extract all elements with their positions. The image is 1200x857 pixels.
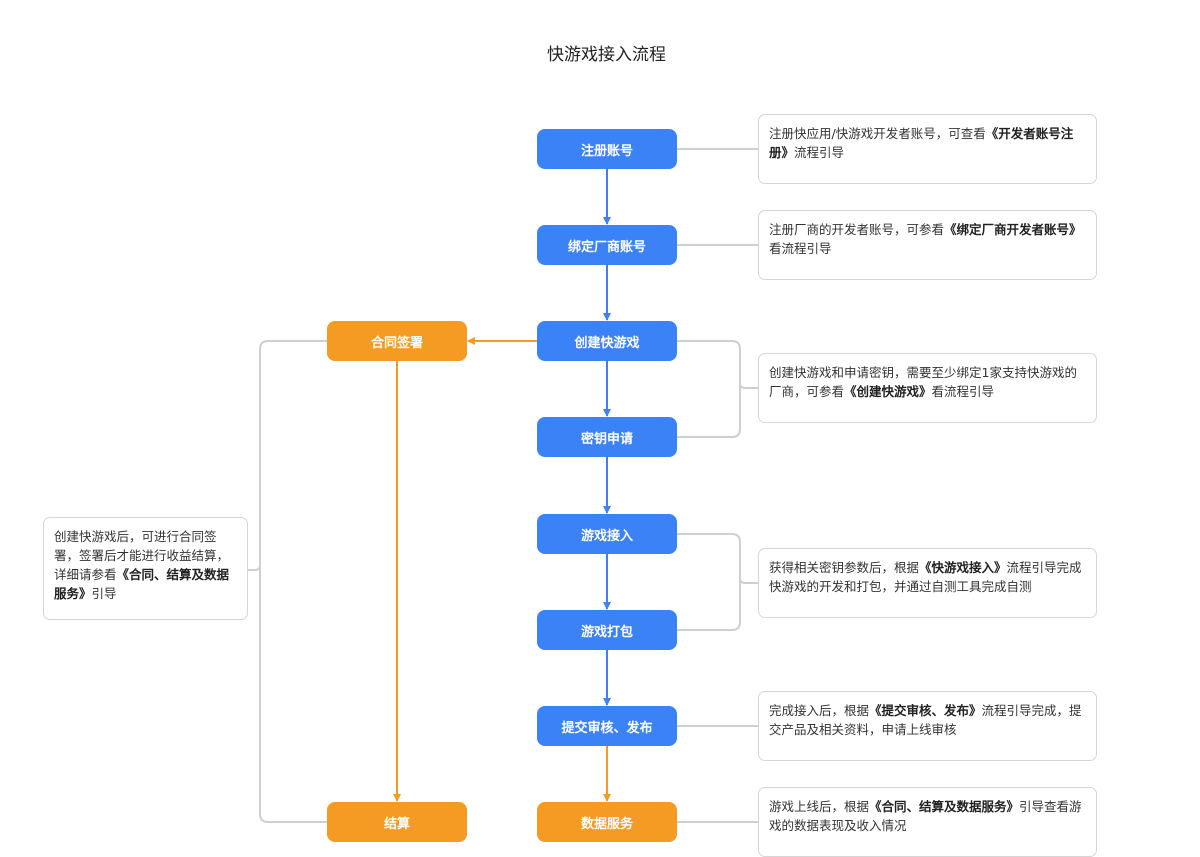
note-submit-link[interactable]: 《提交审核、发布》 xyxy=(869,703,982,718)
step-create-quickgame[interactable]: 创建快游戏 xyxy=(537,321,677,361)
step-key-application[interactable]: 密钥申请 xyxy=(537,417,677,457)
note-bind-suffix: 看流程引导 xyxy=(769,241,832,256)
note-contract-text: 创建快游戏后，可进行合同签署，签署后才能进行收益结算，详细请参看 xyxy=(54,529,230,582)
bracket-integrate-package xyxy=(677,533,758,631)
step-settlement[interactable]: 结算 xyxy=(327,802,467,842)
note-contract-suffix: 引导 xyxy=(91,586,117,601)
note-data-text: 游戏上线后，根据 xyxy=(769,799,870,814)
note-create-text: 创建快游戏和申请密钥，需要至少绑定1家支持快游戏的厂商，可参看 xyxy=(769,365,1077,399)
note-create: 创建快游戏和申请密钥，需要至少绑定1家支持快游戏的厂商，可参看《创建快游戏》看流… xyxy=(758,353,1097,423)
note-contract: 创建快游戏后，可进行合同签署，签署后才能进行收益结算，详细请参看《合同、结算及数… xyxy=(43,517,248,620)
note-integrate-suffix: 流程引导完成快游戏的开发和打包，并通过自测工具完成自测 xyxy=(769,560,1082,594)
note-bind: 注册厂商的开发者账号，可参看《绑定厂商开发者账号》看流程引导 xyxy=(758,210,1097,280)
note-submit: 完成接入后，根据《提交审核、发布》流程引导完成，提交产品及相关资料，申请上线审核 xyxy=(758,691,1097,761)
note-register-link[interactable]: 《开发者账号注册》 xyxy=(769,126,1074,160)
step-game-packaging[interactable]: 游戏打包 xyxy=(537,610,677,650)
note-register-text: 注册快应用/快游戏开发者账号，可查看 xyxy=(769,126,986,141)
step-contract-signing[interactable]: 合同签署 xyxy=(327,321,467,361)
note-data: 游戏上线后，根据《合同、结算及数据服务》引导查看游戏的数据表现及收入情况 xyxy=(758,787,1097,857)
step-data-service[interactable]: 数据服务 xyxy=(537,802,677,842)
note-submit-suffix: 流程引导完成，提交产品及相关资料，申请上线审核 xyxy=(769,703,1082,737)
step-register[interactable]: 注册账号 xyxy=(537,129,677,169)
step-game-integration[interactable]: 游戏接入 xyxy=(537,514,677,554)
note-bind-text: 注册厂商的开发者账号，可参看 xyxy=(769,222,945,237)
step-submit-review-publish[interactable]: 提交审核、发布 xyxy=(537,706,677,746)
page-title: 快游戏接入流程 xyxy=(547,45,666,65)
note-register-suffix: 流程引导 xyxy=(794,145,845,160)
note-register: 注册快应用/快游戏开发者账号，可查看《开发者账号注册》流程引导 xyxy=(758,114,1097,184)
bracket-contract-settle xyxy=(248,340,327,823)
note-contract-link[interactable]: 《合同、结算及数据服务》 xyxy=(54,567,230,601)
note-integrate-text: 获得相关密钥参数后，根据 xyxy=(769,560,920,575)
note-data-link[interactable]: 《合同、结算及数据服务》 xyxy=(869,799,1020,814)
note-integrate-link[interactable]: 《快游戏接入》 xyxy=(919,560,1007,575)
step-bind-vendor-account[interactable]: 绑定厂商账号 xyxy=(537,225,677,265)
bracket-create-key xyxy=(677,340,758,438)
note-data-suffix: 引导查看游戏的数据表现及收入情况 xyxy=(769,799,1082,833)
note-submit-text: 完成接入后，根据 xyxy=(769,703,870,718)
note-bind-link[interactable]: 《绑定厂商开发者账号》 xyxy=(944,222,1082,237)
note-integrate: 获得相关密钥参数后，根据《快游戏接入》流程引导完成快游戏的开发和打包，并通过自测… xyxy=(758,548,1097,618)
note-create-suffix: 看流程引导 xyxy=(931,384,995,399)
note-create-link[interactable]: 《创建快游戏》 xyxy=(844,384,932,399)
